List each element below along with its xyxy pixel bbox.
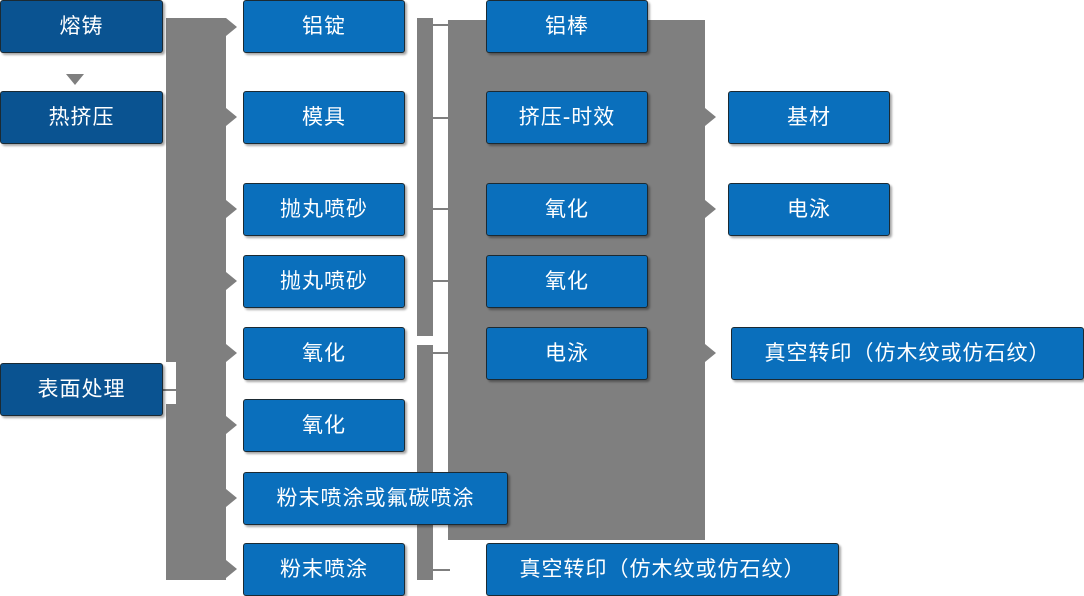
process-label-shot-blasting-2: 抛丸喷砂 [280, 268, 368, 293]
process-box-powder-or-fluorocarbon-coating[interactable]: 粉末喷涂或氟碳喷涂 [243, 472, 508, 525]
connector-arrow-c2 [705, 200, 716, 218]
connector-surface-stub [160, 389, 182, 391]
process-label-aluminum-bar: 铝棒 [545, 13, 589, 38]
process-box-mold[interactable]: 模具 [243, 91, 405, 144]
connector-tick-2 [431, 117, 450, 119]
process-box-extrusion-aging[interactable]: 挤压-时效 [486, 91, 648, 144]
stage-box-hot-extrude[interactable]: 热挤压 [0, 91, 163, 144]
process-box-oxidation-a2[interactable]: 氧化 [243, 399, 405, 452]
stage-label-hot-extrude: 热挤压 [48, 104, 115, 129]
connector-arrow-a8 [226, 560, 237, 578]
stage-label-surface-treatment: 表面处理 [37, 376, 126, 401]
stage-box-melt-cast[interactable]: 熔铸 [0, 0, 163, 53]
process-label-mold: 模具 [302, 104, 346, 129]
stage-label-melt-cast: 熔铸 [59, 13, 104, 38]
process-label-electrophoresis-c: 电泳 [787, 196, 831, 221]
process-label-oxidation-b1: 氧化 [545, 196, 589, 221]
connector-left-trunk-notch [166, 362, 176, 404]
process-label-oxidation-b2: 氧化 [545, 268, 589, 293]
process-box-shot-blasting-2[interactable]: 抛丸喷砂 [243, 255, 405, 308]
connector-left-trunk [166, 18, 226, 580]
process-box-electrophoresis-c[interactable]: 电泳 [728, 183, 890, 236]
connector-tick-1 [431, 24, 450, 26]
process-label-vacuum-transfer-c: 真空转印（仿木纹或仿石纹） [764, 340, 1051, 365]
stage-box-surface-treatment[interactable]: 表面处理 [0, 363, 163, 416]
process-label-electrophoresis-b: 电泳 [545, 340, 589, 365]
process-box-substrate[interactable]: 基材 [728, 91, 890, 144]
connector-arrow-c3 [705, 344, 716, 362]
process-box-aluminum-ingot[interactable]: 铝锭 [243, 0, 405, 53]
process-label-vacuum-transfer-b: 真空转印（仿木纹或仿石纹） [519, 556, 806, 581]
process-label-powder-or-fluorocarbon-coating: 粉末喷涂或氟碳喷涂 [276, 485, 475, 510]
process-label-oxidation-a2: 氧化 [302, 412, 346, 437]
process-label-substrate: 基材 [787, 104, 831, 129]
connector-arrow-a4 [226, 272, 237, 290]
connector-arrow-c1 [705, 108, 716, 126]
process-box-electrophoresis-b[interactable]: 电泳 [486, 327, 648, 380]
process-box-oxidation-b1[interactable]: 氧化 [486, 183, 648, 236]
connector-mid-bar-lower [417, 345, 433, 580]
process-label-powder-coating: 粉末喷涂 [280, 556, 368, 581]
process-label-oxidation-a1: 氧化 [302, 340, 346, 365]
process-label-extrusion-aging: 挤压-时效 [518, 104, 616, 129]
connector-arrow-a5 [226, 344, 237, 362]
connector-tick-4 [431, 280, 450, 282]
process-box-powder-coating[interactable]: 粉末喷涂 [243, 543, 405, 596]
connector-tick-6 [431, 569, 450, 571]
process-box-oxidation-b2[interactable]: 氧化 [486, 255, 648, 308]
process-label-aluminum-ingot: 铝锭 [302, 13, 346, 38]
connector-arrow-a1 [226, 18, 237, 36]
connector-tick-3 [431, 208, 450, 210]
connector-mid-bar [417, 18, 433, 336]
connector-arrow-a7 [226, 489, 237, 507]
process-box-vacuum-transfer-c[interactable]: 真空转印（仿木纹或仿石纹） [731, 327, 1084, 380]
connector-arrow-down-stage [66, 74, 84, 85]
process-box-vacuum-transfer-b[interactable]: 真空转印（仿木纹或仿石纹） [486, 543, 839, 596]
connector-arrow-a2 [226, 108, 237, 126]
process-box-aluminum-bar[interactable]: 铝棒 [486, 0, 648, 53]
process-label-shot-blasting-1: 抛丸喷砂 [280, 196, 368, 221]
connector-arrow-a6 [226, 416, 237, 434]
process-box-shot-blasting-1[interactable]: 抛丸喷砂 [243, 183, 405, 236]
connector-arrow-a3 [226, 200, 237, 218]
connector-tick-5 [431, 352, 450, 354]
process-box-oxidation-a1[interactable]: 氧化 [243, 327, 405, 380]
